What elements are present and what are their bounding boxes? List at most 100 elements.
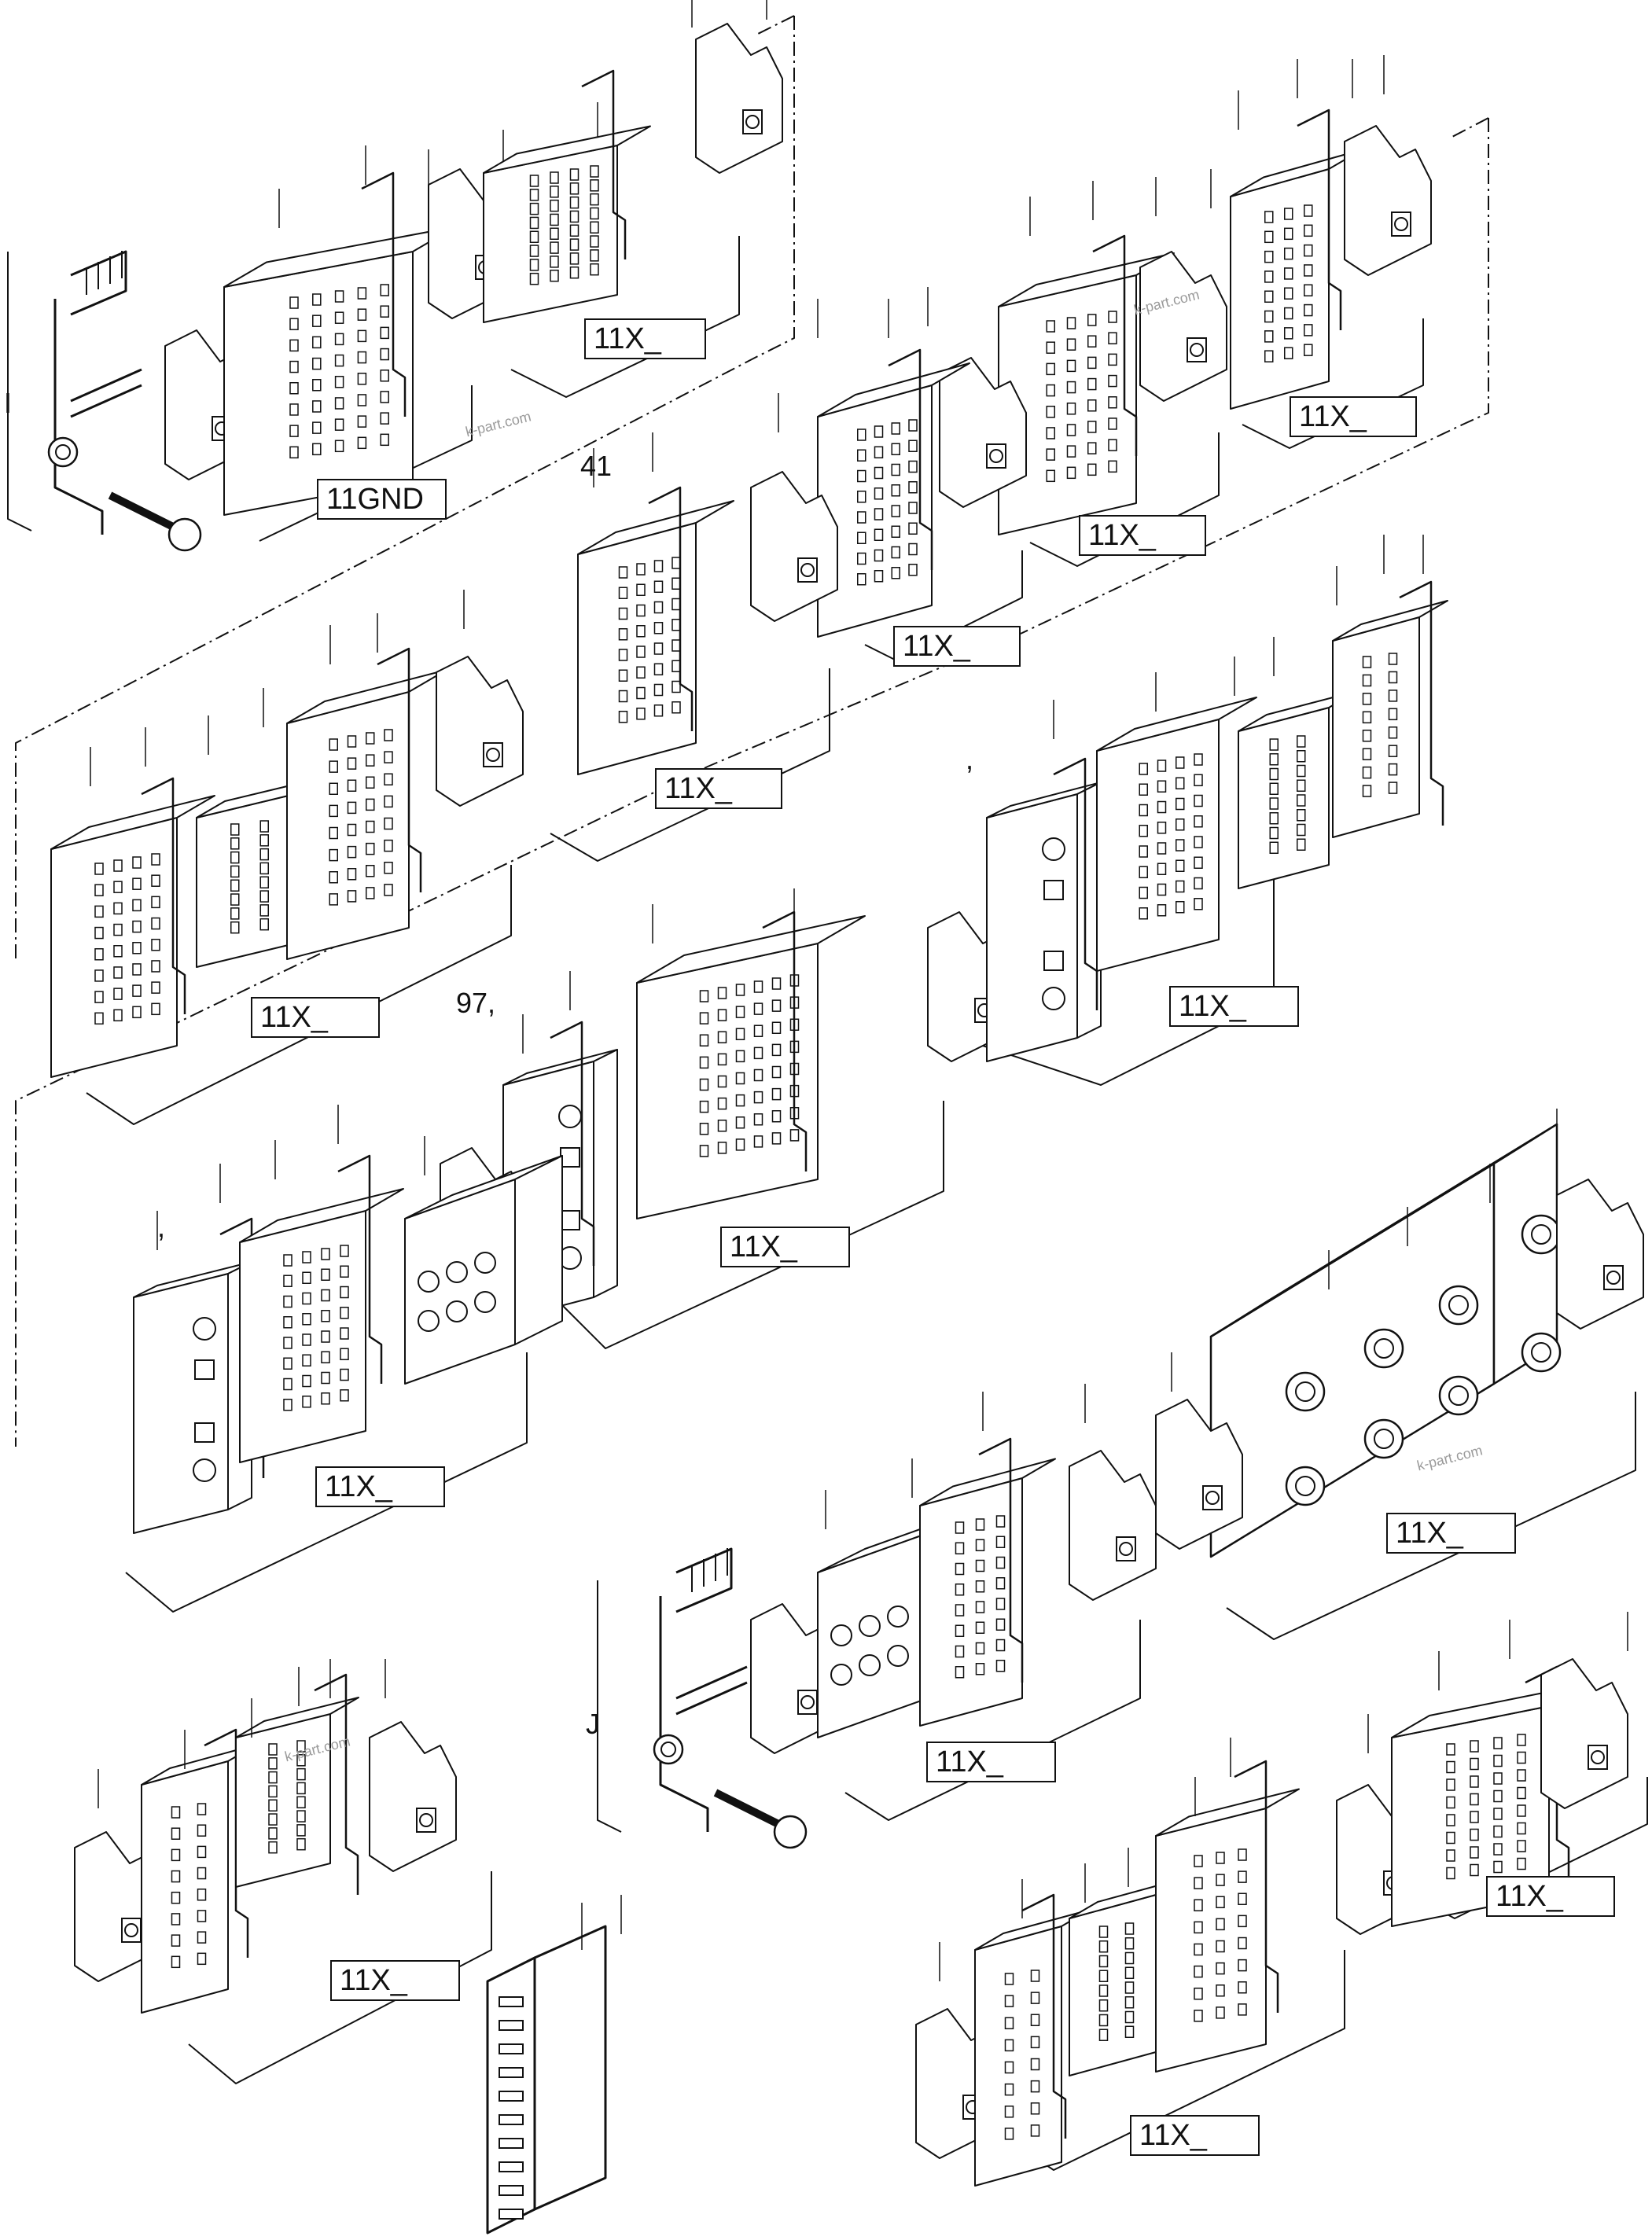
um-block-slot	[1087, 463, 1097, 476]
gnd-block-slot	[334, 311, 344, 324]
rm-block-slot	[1157, 780, 1167, 793]
gnd-block-slot	[380, 391, 389, 403]
bc-block-3-slot	[1216, 1896, 1225, 1908]
lm-block-3-slot	[347, 890, 357, 903]
lb-block-2-slot	[296, 1824, 306, 1837]
lm-block-1-slot	[132, 1006, 142, 1019]
ll-block-slot	[321, 1330, 330, 1343]
gnd-block-slot	[289, 382, 299, 395]
lb-block-2-slot	[268, 1757, 278, 1770]
ll-block-slot	[321, 1351, 330, 1363]
rb-block-slot	[1493, 1808, 1503, 1820]
bc-block-3-slot	[1238, 1959, 1247, 1972]
gnd-block-slot	[357, 436, 367, 450]
leader-bracket-13	[597, 1580, 622, 1833]
group-label-center-mid: 11X_	[720, 1227, 850, 1267]
group-label-center: 11X_	[655, 768, 782, 809]
ct-block-slot	[891, 443, 900, 455]
um-block-slot	[1108, 311, 1117, 323]
cm-block-slot	[717, 1031, 727, 1043]
j-bracket-rail-1	[675, 1665, 748, 1700]
gnd-block-slot	[357, 308, 367, 321]
bc-block-1-slot	[1030, 2080, 1040, 2093]
gnd-bracket-bolt-head	[167, 517, 202, 552]
top-block-slot	[590, 165, 599, 178]
lm-clamp-screw-head	[486, 748, 500, 762]
tr-block-slot	[1304, 324, 1313, 337]
rb-block-slot	[1517, 1840, 1526, 1852]
group-label-left-mid: 11X_	[251, 997, 380, 1038]
cm-block-slot	[699, 1123, 709, 1135]
top-block-slot	[529, 245, 539, 257]
um-block-slot	[1066, 359, 1076, 373]
boundary-top-right-tip	[1450, 117, 1489, 138]
um-block-slot	[1046, 469, 1055, 483]
top-block-slot	[529, 202, 539, 215]
leader-bracket-12	[1226, 1392, 1636, 1640]
tr-block-slot	[1264, 211, 1274, 223]
gnd-block-slot	[380, 326, 389, 340]
lm-block-3-slot	[347, 845, 357, 859]
ct-block-slot	[857, 573, 866, 586]
bc-block-3-slot	[1238, 1937, 1247, 1950]
lm-block-1-slot	[113, 881, 123, 893]
rm-block-3-slot	[1362, 656, 1372, 668]
ct-block-slot	[874, 508, 884, 520]
um-block-slot	[1108, 417, 1117, 430]
lm-block-3-slot	[347, 779, 357, 792]
lb-block-2-face	[235, 1713, 331, 1888]
ct-block-slot	[874, 466, 884, 480]
lm-block-2-slot	[259, 834, 269, 847]
gnd-block-slot	[334, 440, 344, 453]
ll-block-slot	[283, 1377, 293, 1391]
j-contact-block-hole	[830, 1624, 852, 1646]
lm-block-1-slot	[132, 856, 142, 869]
ct-clamp-screw-head	[800, 563, 815, 577]
lm-block-1-slot	[132, 942, 142, 954]
ll-contact-block-hole	[418, 1271, 440, 1293]
um-block-slot	[1066, 466, 1076, 480]
j-block-slot	[975, 1642, 985, 1655]
bc-block-2-slot	[1124, 1937, 1135, 1950]
lm-block-2-slot	[259, 890, 269, 903]
rb-block-slot	[1517, 1769, 1526, 1782]
lb-block-2-slot	[268, 1785, 278, 1798]
bc-block-3-slot	[1238, 1892, 1247, 1905]
tr-block-slot	[1264, 250, 1274, 263]
rb-block-slot	[1446, 1849, 1455, 1862]
bc-block-3-slot	[1216, 1984, 1225, 1997]
rl-clamp-screw-head	[1205, 1491, 1220, 1505]
rm-block-3-face	[1332, 616, 1420, 838]
bc-block-3-slot	[1194, 1877, 1203, 1889]
rm-block-slot	[1139, 783, 1148, 796]
um-block-slot	[1046, 320, 1055, 333]
lm-block-1-slot	[113, 945, 123, 958]
top-block-slot	[590, 263, 599, 276]
gnd-block-slot	[312, 314, 322, 327]
top-clamp-2-screw-head	[745, 115, 760, 129]
ct-block-slot	[891, 546, 900, 559]
lb-block-1-slot	[197, 1889, 207, 1901]
rm-block-3-slot	[1388, 690, 1398, 702]
rl-stud-core-2	[1295, 1476, 1315, 1496]
group-label-top-right: 11X_	[1290, 396, 1417, 437]
rm-block-2-slot	[1269, 782, 1279, 795]
rm-block-slot	[1139, 804, 1148, 817]
ll-block-slot	[321, 1310, 330, 1322]
cable-duct-slot	[499, 2185, 524, 2196]
rm-block-slot	[1139, 825, 1148, 837]
rm-block-slot	[1157, 842, 1167, 855]
j-bracket-nut-inner	[660, 1742, 676, 1757]
lb-block-1-slot	[171, 1955, 181, 1969]
rm-block-slot	[1176, 839, 1185, 851]
lm-block-3-slot	[366, 732, 375, 745]
ll-block-slot	[321, 1289, 330, 1302]
rm-block-slot	[1194, 815, 1203, 828]
cm-block-slot	[753, 980, 763, 993]
bc-block-1-slot	[1030, 2014, 1040, 2026]
gnd-block-slot	[312, 379, 322, 392]
um-block-slot	[1066, 338, 1076, 351]
lm-block-3-slot	[329, 871, 338, 884]
ct-block-slot	[891, 463, 900, 476]
ll-block-slot	[283, 1295, 293, 1308]
